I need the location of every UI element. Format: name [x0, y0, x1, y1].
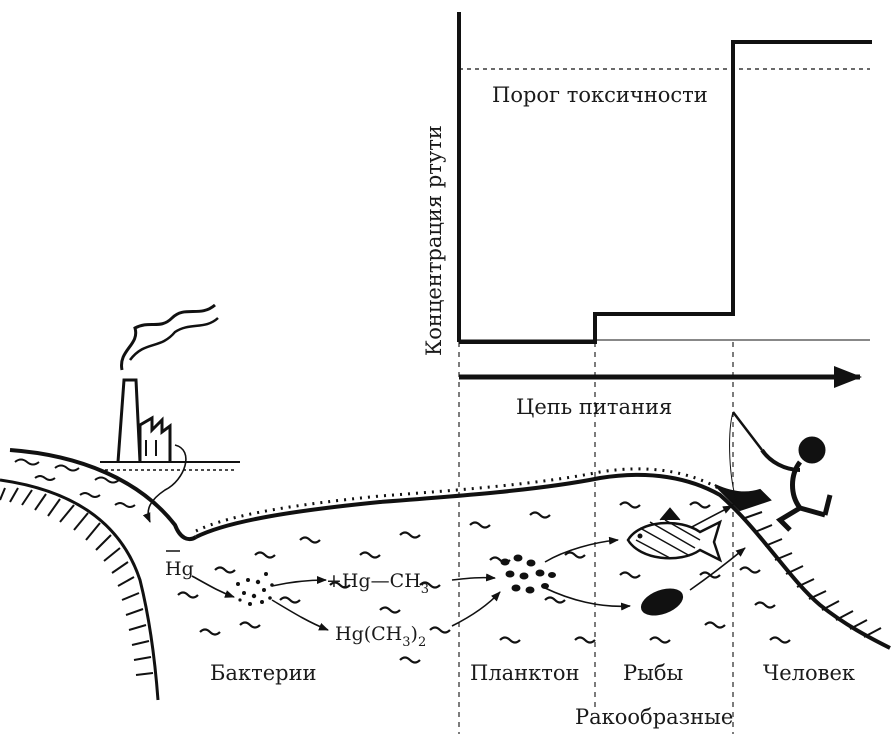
water-waves [178, 503, 790, 663]
hg-label: Hg [165, 558, 194, 580]
concentration-chart: Порог токсичности Концентрация ртути Цеп… [422, 12, 872, 419]
dimethylmercury-formula: Hg(CH3)2 [335, 623, 426, 650]
dimethylmercury-prefix: Hg(CH [335, 623, 402, 645]
methylmercury-prefix: +Hg—CH [326, 570, 421, 592]
stage-label-human: Человек [763, 661, 855, 685]
toxicity-threshold-label: Порог токсичности [492, 83, 708, 107]
factory-illustration [100, 305, 240, 522]
methylmercury-formula: +Hg—CH3 [326, 570, 429, 597]
fish-icon [628, 508, 720, 560]
dimethylmercury-suffix: ) [411, 623, 418, 645]
food-chain-label: Цепь питания [516, 395, 672, 419]
bacteria-cluster [236, 572, 274, 606]
dimethylmercury-subscript-2: 2 [418, 635, 426, 650]
riverbed [196, 469, 890, 648]
crustacean-icon [637, 583, 687, 621]
methylmercury-subscript: 3 [421, 582, 429, 597]
stage-label-fish: Рыбы [623, 661, 683, 685]
stage-label-plankton: Планктон [470, 661, 580, 685]
stage-label-crustaceans: Ракообразные [575, 705, 733, 729]
stage-label-bacteria: Бактерии [210, 661, 317, 685]
dimethylmercury-subscript: 3 [402, 635, 410, 650]
fisherman-icon [715, 412, 830, 530]
chart-y-axis-label: Концентрация ртути [422, 125, 446, 356]
